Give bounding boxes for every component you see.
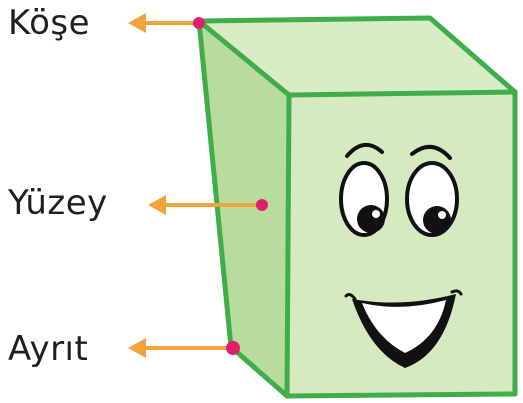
face-marker: [256, 199, 268, 211]
face-label: Yüzey: [8, 186, 108, 220]
corner-marker: [193, 17, 205, 29]
arrow-edge: [128, 338, 233, 358]
edge-marker: [226, 341, 240, 355]
corner-label: Köşe: [8, 6, 90, 40]
right-pupil: [423, 206, 451, 234]
arrow-corner: [128, 13, 199, 33]
edge-label: Ayrıt: [8, 332, 88, 366]
left-pupil: [357, 205, 385, 233]
